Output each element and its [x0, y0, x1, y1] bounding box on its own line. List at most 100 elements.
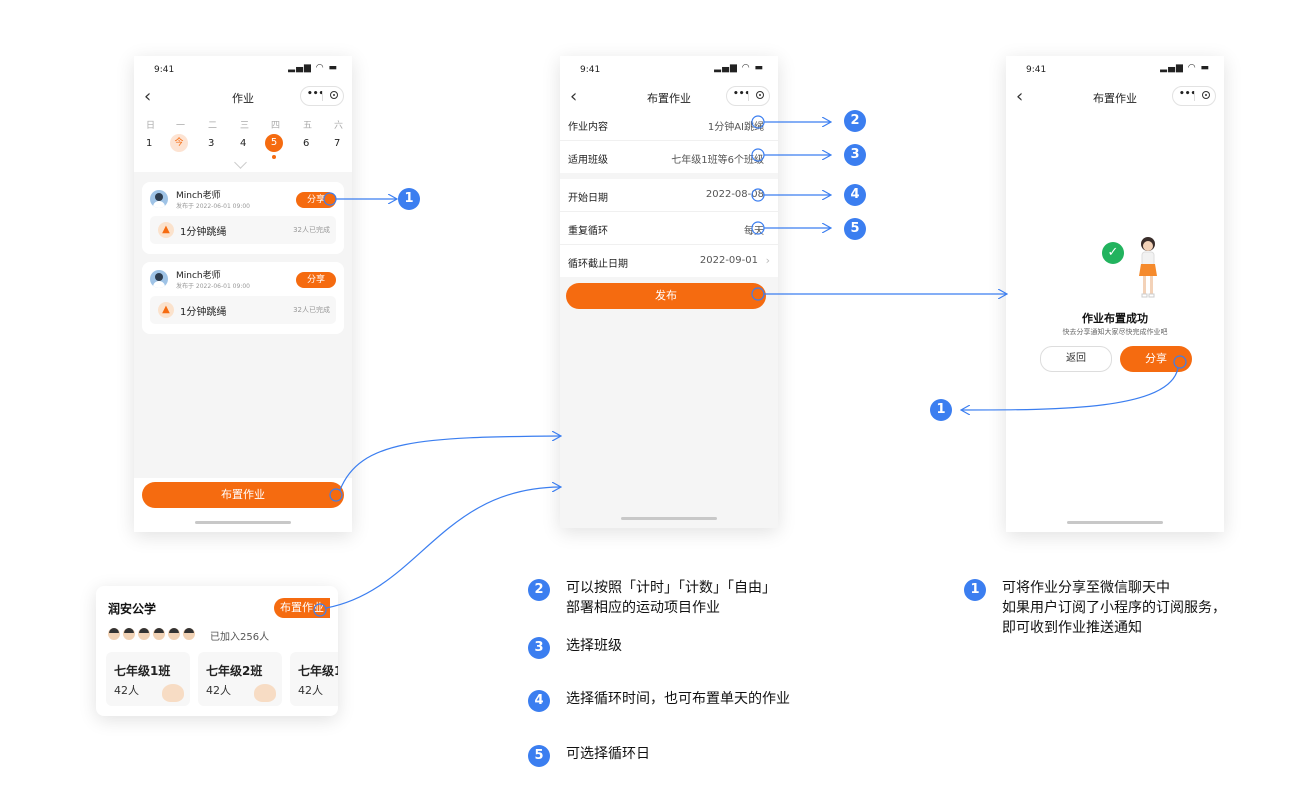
row-value: 2022-08-08 — [705, 189, 764, 200]
date-item[interactable]: 7 — [334, 138, 341, 149]
annotation-2-line2: 部署相应的运动项目作业 — [566, 600, 720, 616]
date-row: 1 今 3 4 5 6 7 — [134, 134, 352, 159]
share-button[interactable]: 分享 — [1120, 346, 1192, 372]
weekday-label: 一 — [176, 121, 186, 131]
close-target-icon[interactable] — [330, 91, 338, 99]
row-value: 每天 — [744, 226, 764, 237]
miniprogram-capsule[interactable]: ••• — [726, 86, 770, 106]
class-tile[interactable]: 七年级2班 42人 — [198, 652, 282, 706]
capsule-divider — [1194, 91, 1195, 101]
home-indicator — [1067, 521, 1163, 524]
teacher-avatar — [150, 190, 168, 208]
success-subtitle: 快去分享通知大家尽快完成作业吧 — [1062, 328, 1168, 336]
row-value: 1分钟AI跳绳 — [707, 122, 764, 133]
date-item-today[interactable]: 今 — [170, 134, 188, 152]
weekday-label: 六 — [334, 121, 344, 131]
page-title: 作业 — [232, 92, 254, 105]
back-icon[interactable]: ‹ — [1016, 86, 1024, 107]
date-item[interactable]: 4 — [240, 138, 247, 149]
school-card: 润安公学 布置作业 已加入256人 七年级1班 42人 七年级2班 42人 七年… — [96, 586, 338, 716]
more-icon[interactable]: ••• — [1179, 89, 1197, 99]
weekday-row: 日 一 二 三 四 五 六 — [134, 118, 352, 131]
task-name: 1分钟跳绳 — [180, 307, 227, 318]
decor-icon — [162, 684, 184, 702]
arrow-assign-to-form — [339, 436, 560, 491]
task-row[interactable]: ▲ 1分钟跳绳 32人已完成 — [150, 296, 336, 324]
publish-button[interactable]: 发布 — [566, 283, 766, 309]
screen-assign-homework: 9:41 ▂▄▆ ◠ ▬ ‹ 布置作业 ••• 作业内容 1分钟AI跳绳 适用班… — [560, 56, 778, 528]
step-badge-2: 2 — [844, 110, 866, 132]
arrow-card-to-form — [325, 487, 560, 609]
assign-homework-button[interactable]: 布置作业 — [142, 482, 344, 508]
signal-wifi-battery-icon: ▂▄▆ ◠ ▬ — [288, 63, 338, 73]
teacher-avatar — [150, 270, 168, 288]
form-row-start-date[interactable]: 开始日期 2022-08-08 — [560, 179, 778, 212]
date-item[interactable]: 1 — [146, 138, 153, 149]
more-icon[interactable]: ••• — [733, 89, 751, 99]
annotation-badge-3: 3 — [528, 637, 550, 659]
form-row-class[interactable]: 适用班级 七年级1班等6个班级 — [560, 141, 778, 173]
tap-marker — [751, 221, 765, 235]
nav-bar: ‹ 作业 ••• — [134, 80, 352, 116]
joined-count: 已加入256人 — [210, 632, 270, 643]
close-target-icon[interactable] — [1202, 91, 1210, 99]
class-tile[interactable]: 七年级1班 42人 — [106, 652, 190, 706]
miniprogram-capsule[interactable]: ••• — [1172, 86, 1216, 106]
signal-wifi-battery-icon: ▂▄▆ ◠ ▬ — [714, 63, 764, 73]
miniprogram-capsule[interactable]: ••• — [300, 86, 344, 106]
more-icon[interactable]: ••• — [307, 89, 325, 99]
success-title: 作业布置成功 — [1082, 312, 1148, 325]
weekday-label: 五 — [303, 121, 313, 131]
annotation-badge-2: 2 — [528, 579, 550, 601]
back-icon[interactable]: ‹ — [570, 86, 578, 107]
flame-icon: ▲ — [158, 222, 174, 238]
screen-homework-list: 9:41 ▂▄▆ ◠ ▬ ‹ 作业 ••• 日 一 二 三 四 五 六 1 今 … — [134, 56, 352, 532]
annotation-3: 选择班级 — [566, 638, 622, 654]
homework-card: Minch老师 发布于 2022-06-01 09:00 分享 ▲ 1分钟跳绳 … — [142, 262, 344, 334]
tap-marker — [751, 287, 765, 301]
annotation-1-line3: 即可收到作业推送通知 — [1002, 620, 1142, 636]
form-row-repeat[interactable]: 重复循环 每天 — [560, 212, 778, 245]
status-bar: 9:41 ▂▄▆ ◠ ▬ — [560, 56, 778, 80]
girl-illustration-icon — [1139, 237, 1157, 298]
teacher-name: Minch老师 — [176, 271, 221, 281]
step-badge-3: 3 — [844, 144, 866, 166]
close-target-icon[interactable] — [756, 91, 764, 99]
status-bar: 9:41 ▂▄▆ ◠ ▬ — [134, 56, 352, 80]
page-title: 布置作业 — [647, 92, 691, 105]
member-avatar — [108, 628, 120, 640]
annotation-badge-4: 4 — [528, 690, 550, 712]
back-icon[interactable]: ‹ — [144, 86, 152, 107]
step-badge-1: 1 — [398, 188, 420, 210]
class-tile[interactable]: 七年级1 42人 — [290, 652, 338, 706]
date-item-selected[interactable]: 5 — [265, 134, 283, 152]
form-row-content[interactable]: 作业内容 1分钟AI跳绳 — [560, 108, 778, 141]
date-item[interactable]: 3 — [208, 138, 215, 149]
row-value: 2022-09-01 — [699, 255, 758, 266]
member-avatars — [108, 628, 204, 642]
task-row[interactable]: ▲ 1分钟跳绳 32人已完成 — [150, 216, 336, 244]
annotation-badge-1: 1 — [964, 579, 986, 601]
completion-count: 32人已完成 — [293, 226, 330, 234]
step-badge-4: 4 — [844, 184, 866, 206]
member-avatar — [153, 628, 165, 640]
annotation-1-line2: 如果用户订阅了小程序的订阅服务， — [1002, 600, 1226, 616]
assign-homework-button[interactable]: 布置作业 — [274, 598, 330, 618]
row-value: 七年级1班等6个班级 — [671, 155, 764, 166]
back-button[interactable]: 返回 — [1040, 346, 1112, 372]
nav-bar: ‹ 布置作业 ••• — [1006, 80, 1224, 116]
class-name: 七年级2班 — [206, 664, 263, 678]
tap-marker — [323, 192, 337, 206]
tap-marker — [751, 148, 765, 162]
share-button[interactable]: 分享 — [296, 272, 336, 288]
status-bar: 9:41 ▂▄▆ ◠ ▬ — [1006, 56, 1224, 80]
success-check-icon: ✓ — [1102, 242, 1124, 264]
date-item[interactable]: 6 — [303, 138, 310, 149]
annotation-2-line1: 可以按照「计时」「计数」「自由」 — [566, 580, 776, 596]
annotation-1: 可将作业分享至微信聊天中 如果用户订阅了小程序的订阅服务， 即可收到作业推送通知 — [1002, 578, 1226, 638]
page-title: 布置作业 — [1093, 92, 1137, 105]
tap-marker — [751, 115, 765, 129]
homework-card: Minch老师 发布于 2022-06-01 09:00 分享 ▲ 1分钟跳绳 … — [142, 182, 344, 254]
form-row-end-date[interactable]: 循环截止日期 2022-09-01 › — [560, 245, 778, 277]
status-time: 9:41 — [580, 65, 601, 75]
